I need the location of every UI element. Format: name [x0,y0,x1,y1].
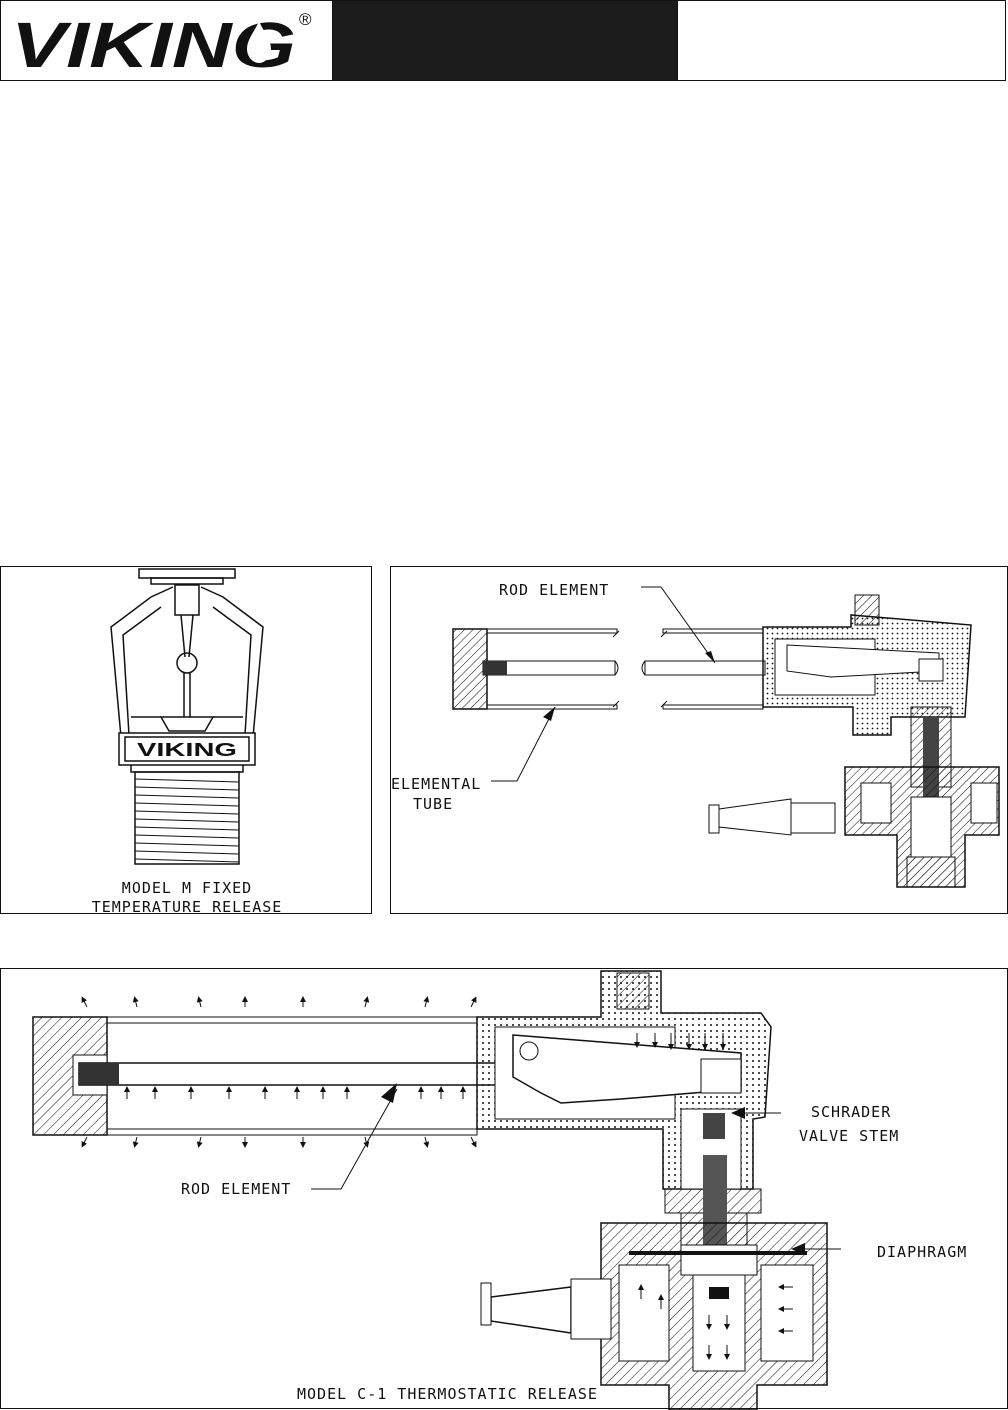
model-c1-caption: MODEL C-1 THERMOSTATIC RELEASE [297,1385,598,1403]
model-m-panel: VIKING MODEL M FIXED TEMPERATURE RELEASE [0,566,372,916]
schrader-label-line1: SCHRADER [811,1103,892,1121]
sprinkler-brand: VIKING [137,740,237,760]
c1-overview-panel: ROD ELEMENT ELEMENTAL TUBE [390,566,1008,914]
model-m-caption-line1: MODEL M FIXED [121,879,253,897]
header-bar: VIKING ® [0,0,1006,81]
viking-logo: VIKING ® [11,9,312,80]
model-m-drawing: VIKING [110,568,264,865]
c1-cutaway-drawing [32,970,841,1410]
logo-box: VIKING ® [1,1,333,80]
schrader-label-line2: VALVE STEM [799,1127,900,1145]
elemental-tube-label-line1: ELEMENTAL [391,775,482,793]
rod-element-label: ROD ELEMENT [499,581,610,599]
header-dark-band [333,1,677,80]
c1-cutaway-panel: ROD ELEMENT SCHRADER VALVE STEM DIAPHRAG… [0,968,1008,1410]
elemental-tube-label-line2: TUBE [413,795,454,813]
registered-mark: ® [299,10,312,29]
model-m-caption-line2: TEMPERATURE RELEASE [91,898,283,916]
c1-overview-drawing [452,586,1000,888]
diaphragm-label: DIAPHRAGM [877,1243,968,1261]
water-drop-icon [247,21,271,63]
header-right-box [677,1,1005,80]
c1-rod-element-label: ROD ELEMENT [181,1180,292,1198]
